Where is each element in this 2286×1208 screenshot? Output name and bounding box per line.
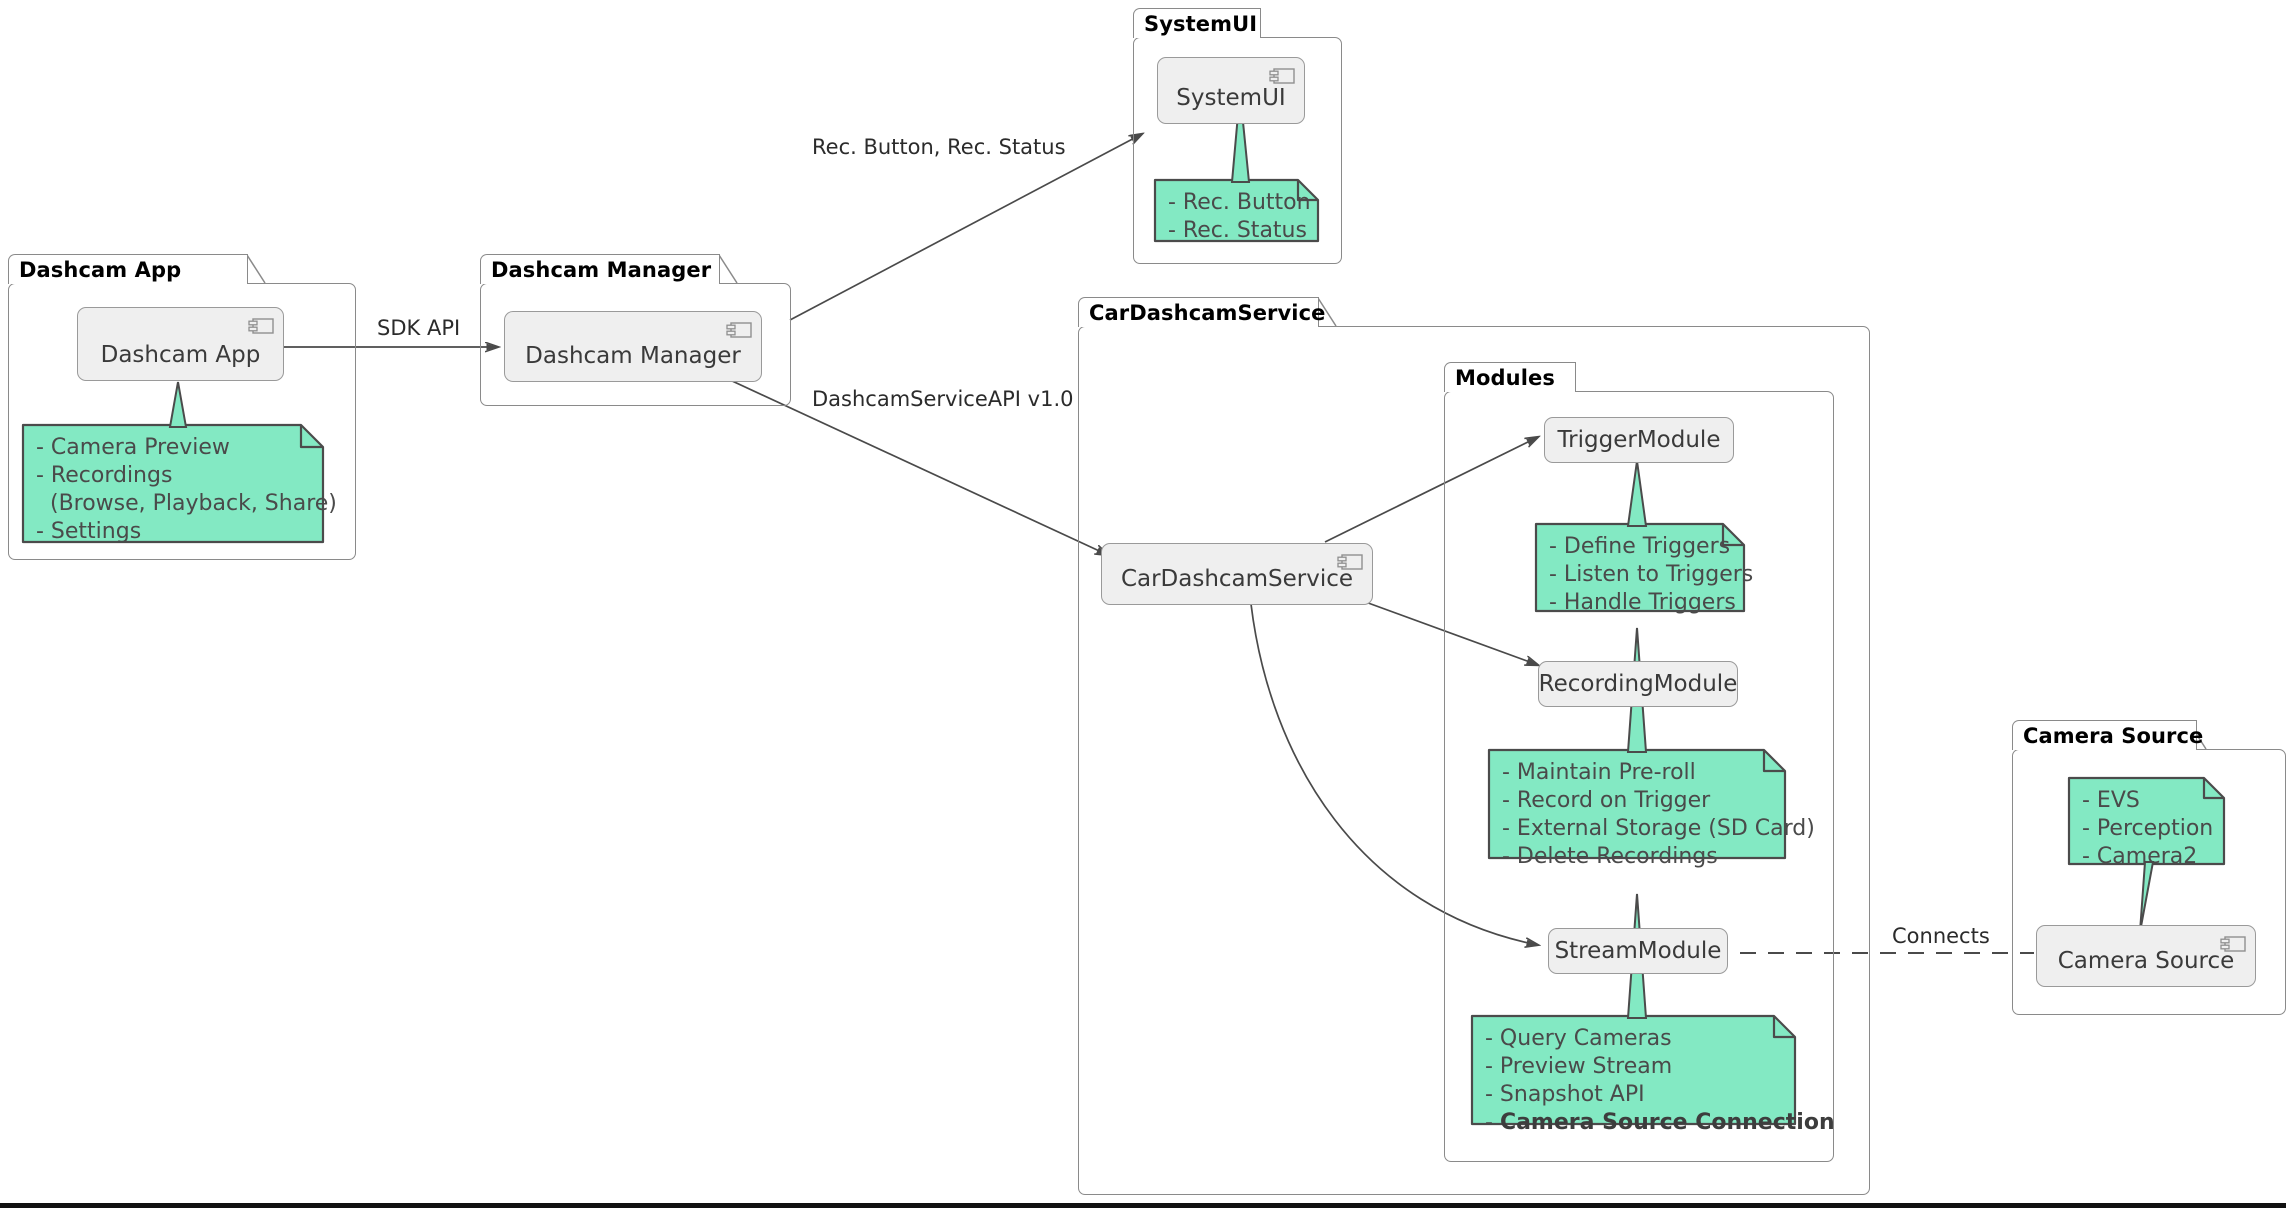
component-trigger-module[interactable]: TriggerModule xyxy=(1544,417,1734,463)
package-tab-camera-source: Camera Source xyxy=(2012,720,2203,750)
edge-label-dashcam-service-api: DashcamServiceAPI v1.0 xyxy=(812,387,1074,411)
component-label-stream-module: StreamModule xyxy=(1554,937,1722,964)
component-icon xyxy=(1269,67,1295,85)
note-text-systemui: - Rec. Button- Rec. Status xyxy=(1168,190,1311,244)
note-recording-module: - Maintain Pre-roll- Record on Trigger- … xyxy=(1489,750,1815,869)
note-text-dashcam-app: - Camera Preview- Recordings (Browse, Pl… xyxy=(36,435,337,545)
package-tab-systemui: SystemUI xyxy=(1133,8,1261,38)
component-label-camera-source: Camera Source xyxy=(2057,948,2235,974)
component-icon xyxy=(1337,553,1363,571)
package-car-dashcam-service: CarDashcamService xyxy=(1078,297,1870,1195)
note-stream-module: - Query Cameras- Preview Stream- Snapsho… xyxy=(1472,1016,1835,1135)
component-label-dashcam-manager: Dashcam Manager xyxy=(525,343,741,369)
component-label-systemui: SystemUI xyxy=(1176,85,1286,111)
package-modules: Modules xyxy=(1444,362,1834,1162)
edge-rec-button-status xyxy=(789,134,1142,321)
component-camera-source[interactable]: Camera Source xyxy=(2036,925,2256,987)
package-label-car-dashcam-service: CarDashcamService xyxy=(1089,300,1326,325)
edge-label-rec-button-status: Rec. Button, Rec. Status xyxy=(812,135,1066,159)
component-dashcam-app[interactable]: Dashcam App xyxy=(77,307,284,381)
note-trigger-module: - Define Triggers- Listen to Triggers- H… xyxy=(1536,524,1753,615)
note-text-camera-source: - EVS- Perception- Camera2 xyxy=(2082,788,2214,870)
component-stream-module[interactable]: StreamModule xyxy=(1548,928,1728,974)
component-recording-module[interactable]: RecordingModule xyxy=(1538,661,1738,707)
package-tab-car-dashcam-service: CarDashcamService xyxy=(1078,297,1325,327)
component-label-car-dashcam-service: CarDashcamService xyxy=(1120,566,1354,592)
note-text-recording-module: - Maintain Pre-roll- Record on Trigger- … xyxy=(1502,760,1815,870)
note-text-trigger-module: - Define Triggers- Listen to Triggers- H… xyxy=(1549,534,1754,616)
component-label-recording-module: RecordingModule xyxy=(1538,670,1738,697)
note-camera-source: - EVS- Perception- Camera2 xyxy=(2069,778,2224,869)
component-label-dashcam-app: Dashcam App xyxy=(100,342,261,368)
package-label-dashcam-manager: Dashcam Manager xyxy=(491,257,712,282)
package-systemui: SystemUI xyxy=(1133,8,1342,264)
edge-label-connects: Connects xyxy=(1892,924,1990,948)
note-text-stream-module: - Query Cameras- Preview Stream- Snapsho… xyxy=(1485,1026,1835,1136)
package-tab-modules: Modules xyxy=(1444,362,1576,392)
component-systemui[interactable]: SystemUI xyxy=(1157,57,1305,124)
component-dashcam-manager[interactable]: Dashcam Manager xyxy=(504,311,762,382)
component-icon xyxy=(726,321,752,339)
package-label-modules: Modules xyxy=(1455,365,1555,390)
package-dashcam-manager: Dashcam Manager xyxy=(480,254,791,406)
package-label-dashcam-app: Dashcam App xyxy=(19,257,182,282)
package-tab-dashcam-manager: Dashcam Manager xyxy=(480,254,720,284)
edge-label-sdk-api: SDK API xyxy=(377,316,461,340)
note-systemui: - Rec. Button- Rec. Status xyxy=(1155,180,1318,243)
component-car-dashcam-service[interactable]: CarDashcamService xyxy=(1101,543,1373,605)
package-dashcam-app: Dashcam App xyxy=(8,254,356,560)
bottom-border-bar xyxy=(0,1203,2286,1208)
component-label-trigger-module: TriggerModule xyxy=(1557,426,1721,453)
component-icon xyxy=(248,317,274,335)
package-label-systemui: SystemUI xyxy=(1144,11,1258,36)
package-tab-dashcam-app: Dashcam App xyxy=(8,254,248,284)
component-icon xyxy=(2220,935,2246,953)
package-label-camera-source: Camera Source xyxy=(2023,723,2204,748)
note-dashcam-app: - Camera Preview- Recordings (Browse, Pl… xyxy=(23,425,337,544)
package-body-car-dashcam-service xyxy=(1078,326,1870,1195)
package-camera-source: Camera Source xyxy=(2012,720,2286,1015)
